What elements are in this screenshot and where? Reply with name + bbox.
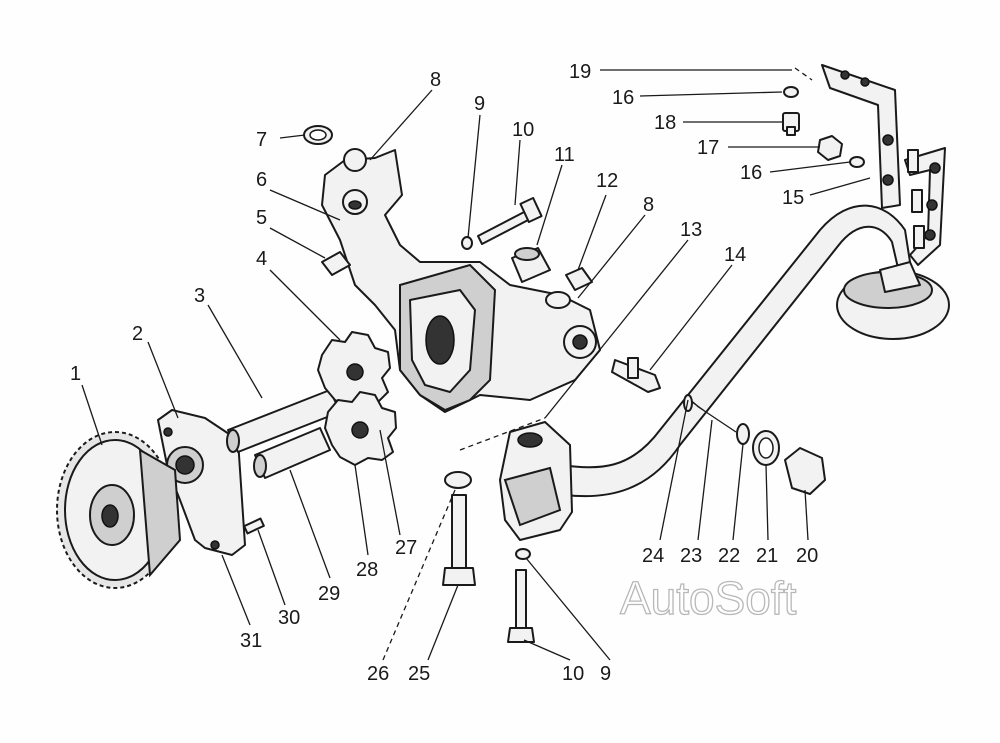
callout-7: 7 [256,129,267,151]
callout-9: 9 [474,93,485,115]
callout-18: 18 [654,112,676,134]
callout-25: 25 [408,663,430,685]
plug-12 [565,267,593,291]
leader-lines [81,69,871,661]
callout-2: 2 [132,323,143,345]
watermark-text: AutoSoft [620,572,797,624]
nut-17 [817,135,843,161]
washer-22 [736,423,750,445]
callout-11: 11 [554,144,575,166]
callout-8: 8 [430,69,441,91]
callout-24: 24 [642,545,664,567]
callout-23: 23 [680,545,702,567]
callout-4: 4 [256,248,267,270]
callout-13: 13 [680,219,702,241]
callout-21: 21 [756,545,778,567]
callout-22: 22 [718,545,740,567]
washer-16 [849,156,865,168]
callout-14: 14 [724,244,746,266]
washer-26 [444,471,472,489]
callout-20: 20 [796,545,818,567]
callout-12: 12 [596,170,618,192]
callout-29: 29 [318,583,340,605]
bolt-10-top [477,209,533,245]
plug-20 [784,447,826,495]
callout-27: 27 [395,537,417,559]
washer-16-top [783,86,799,98]
bolt-10 [515,569,527,631]
callout-16: 16 [612,87,634,109]
callout-30: 30 [278,607,300,629]
callout-15: 15 [782,187,804,209]
callout-10: 10 [512,119,534,141]
callout-5: 5 [256,207,267,229]
callout-26: 26 [367,663,389,685]
callout-1: 1 [70,363,81,385]
bolt-25 [451,494,467,571]
callout-31: 31 [240,630,262,652]
pin-30 [243,517,265,535]
washer-9 [515,548,531,560]
callout-28: 28 [356,559,378,581]
mounting-bracket [821,64,901,209]
drive-gear [56,431,182,589]
callout-9-second: 9 [600,663,611,685]
callout-17: 17 [697,137,719,159]
plug-5 [321,251,351,276]
callout-10-second: 10 [562,663,584,685]
callout-19: 19 [569,61,591,83]
callout-16-second: 16 [740,162,762,184]
callout-6: 6 [256,169,267,191]
callout-8-second: 8 [643,194,654,216]
washer-9-top [461,236,473,250]
callout-3: 3 [194,285,205,307]
